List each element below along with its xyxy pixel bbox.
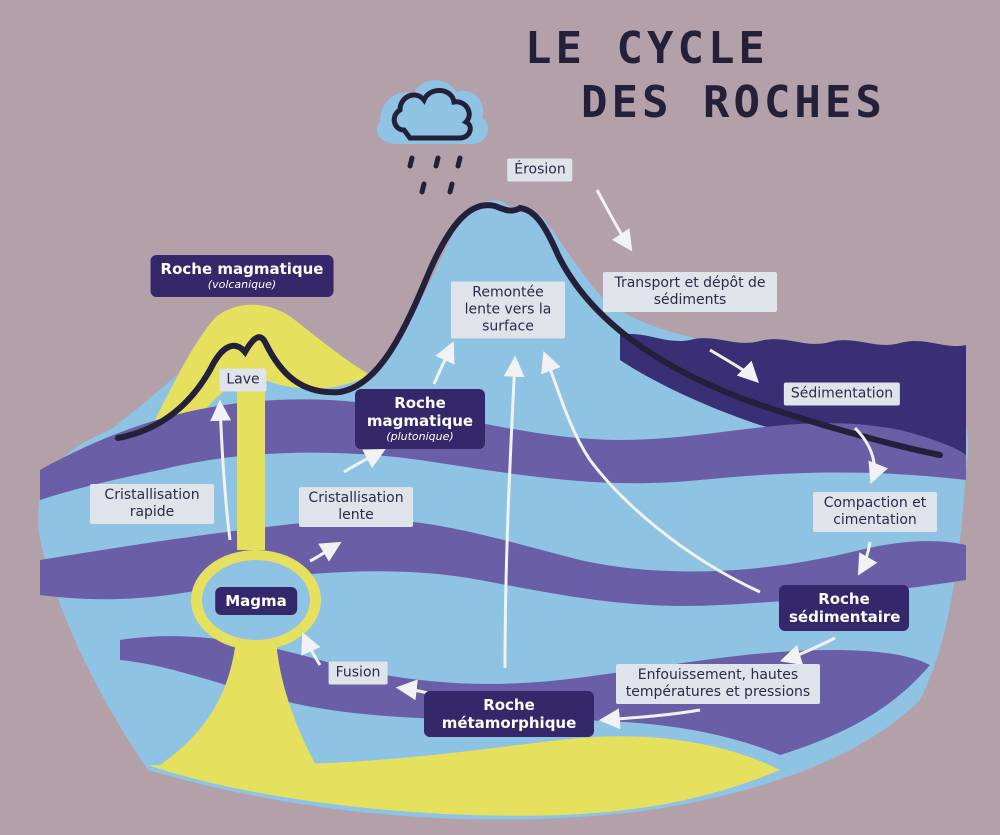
title-line-2: DES ROCHES: [581, 77, 886, 128]
rock-magma: Magma: [215, 587, 297, 615]
label-sedimentation: Sédimentation: [783, 382, 901, 406]
label-lave: Lave: [219, 368, 267, 392]
stratum-mid: [40, 518, 966, 606]
rock-volcanique-name: Roche magmatique: [160, 260, 324, 278]
rock-volcanique: Roche magmatique (volcanique): [150, 255, 334, 297]
label-erosion: Érosion: [507, 158, 573, 182]
label-transport: Transport et dépôt de sédiments: [603, 272, 777, 312]
cloud-rain-icon: [376, 80, 488, 195]
title-line-1: LE CYCLE: [525, 23, 769, 74]
rock-metamorphique: Roche métamorphique: [424, 691, 594, 737]
rock-plutonique-sub: (plutonique): [386, 430, 454, 443]
label-cristallisation-lente: Cristallisation lente: [299, 487, 413, 527]
label-fusion: Fusion: [328, 661, 388, 685]
rock-magma-name: Magma: [225, 592, 287, 610]
rock-volcanique-sub: (volcanique): [207, 278, 277, 291]
label-cristallisation-rapide: Cristallisation rapide: [90, 484, 214, 524]
rock-plutonique: Roche magmatique (plutonique): [355, 389, 485, 449]
rock-metamorphique-name: Roche métamorphique: [441, 696, 577, 732]
rock-plutonique-name: Roche magmatique: [366, 394, 474, 430]
label-enfouissement: Enfouissement, hautes températures et pr…: [616, 664, 820, 704]
label-compaction: Compaction et cimentation: [813, 492, 937, 532]
volcano: [150, 304, 370, 430]
label-remontee: Remontée lente vers la surface: [451, 281, 565, 339]
rock-sedimentaire-name: Roche sédimentaire: [789, 590, 901, 626]
diagram-title: LE CYCLE DES ROCHES: [525, 22, 905, 130]
stratum-top: [40, 399, 966, 500]
rock-sedimentaire: Roche sédimentaire: [779, 585, 909, 631]
